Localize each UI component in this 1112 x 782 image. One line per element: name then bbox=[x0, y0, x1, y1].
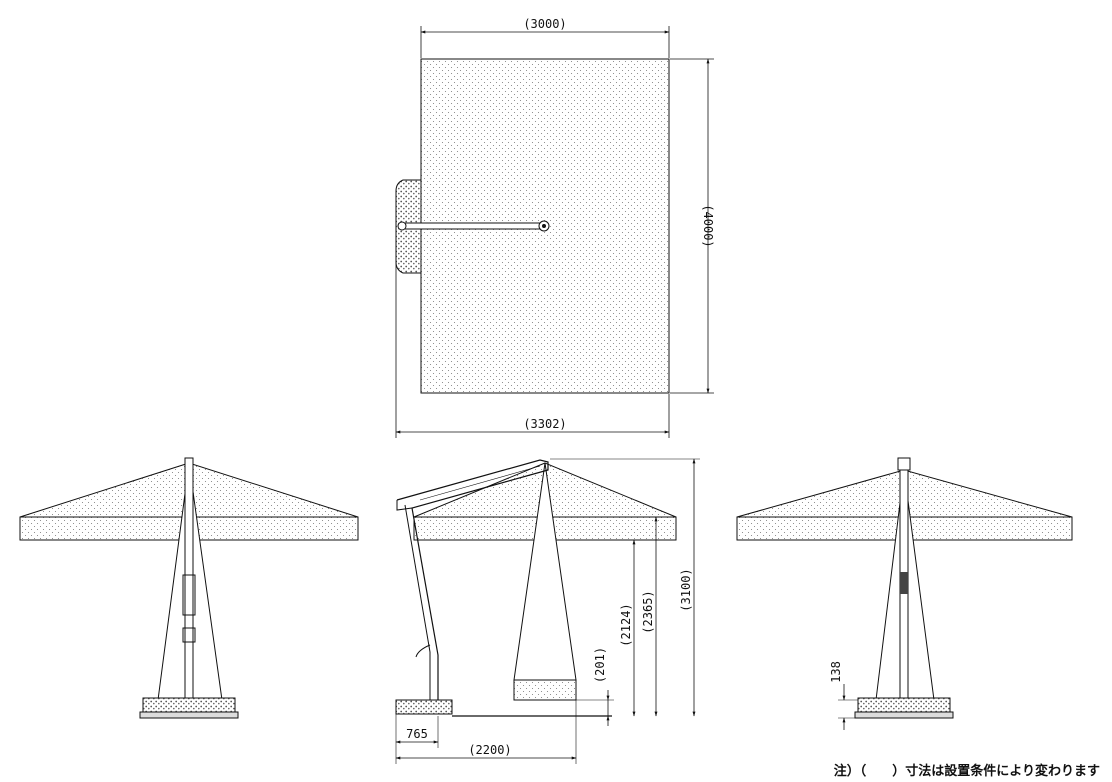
plan-view: (3000) (4000) (3302) bbox=[395, 17, 715, 438]
right-elevation: 138 bbox=[736, 457, 1073, 730]
note-text: 注）（ ）寸法は設置条件により変わります bbox=[833, 764, 1100, 779]
dim-top-width: (3000) bbox=[523, 17, 566, 31]
dim-base-offset: 765 bbox=[406, 727, 428, 741]
plan-arm bbox=[401, 222, 545, 230]
plan-arm-joint bbox=[397, 221, 407, 231]
dim-height-clearance: (2124) bbox=[619, 603, 633, 646]
side-canopy-hem bbox=[513, 679, 577, 701]
side-elevation: (3100) (2365) (2124) (201) 765 (2200) bbox=[395, 458, 700, 764]
side-base bbox=[395, 699, 453, 715]
dim-top-overall: (3302) bbox=[523, 417, 566, 431]
left-elevation bbox=[19, 457, 359, 719]
left-pole bbox=[184, 457, 194, 701]
side-arm bbox=[396, 459, 549, 700]
dim-reach: (2200) bbox=[468, 743, 511, 757]
dim-height-hem: (201) bbox=[593, 647, 607, 683]
dim-height-canopy-bottom: (2365) bbox=[641, 590, 655, 633]
dim-height-total: (3100) bbox=[679, 568, 693, 611]
dim-base-height: 138 bbox=[829, 661, 843, 683]
dim-top-depth: (4000) bbox=[701, 204, 715, 247]
